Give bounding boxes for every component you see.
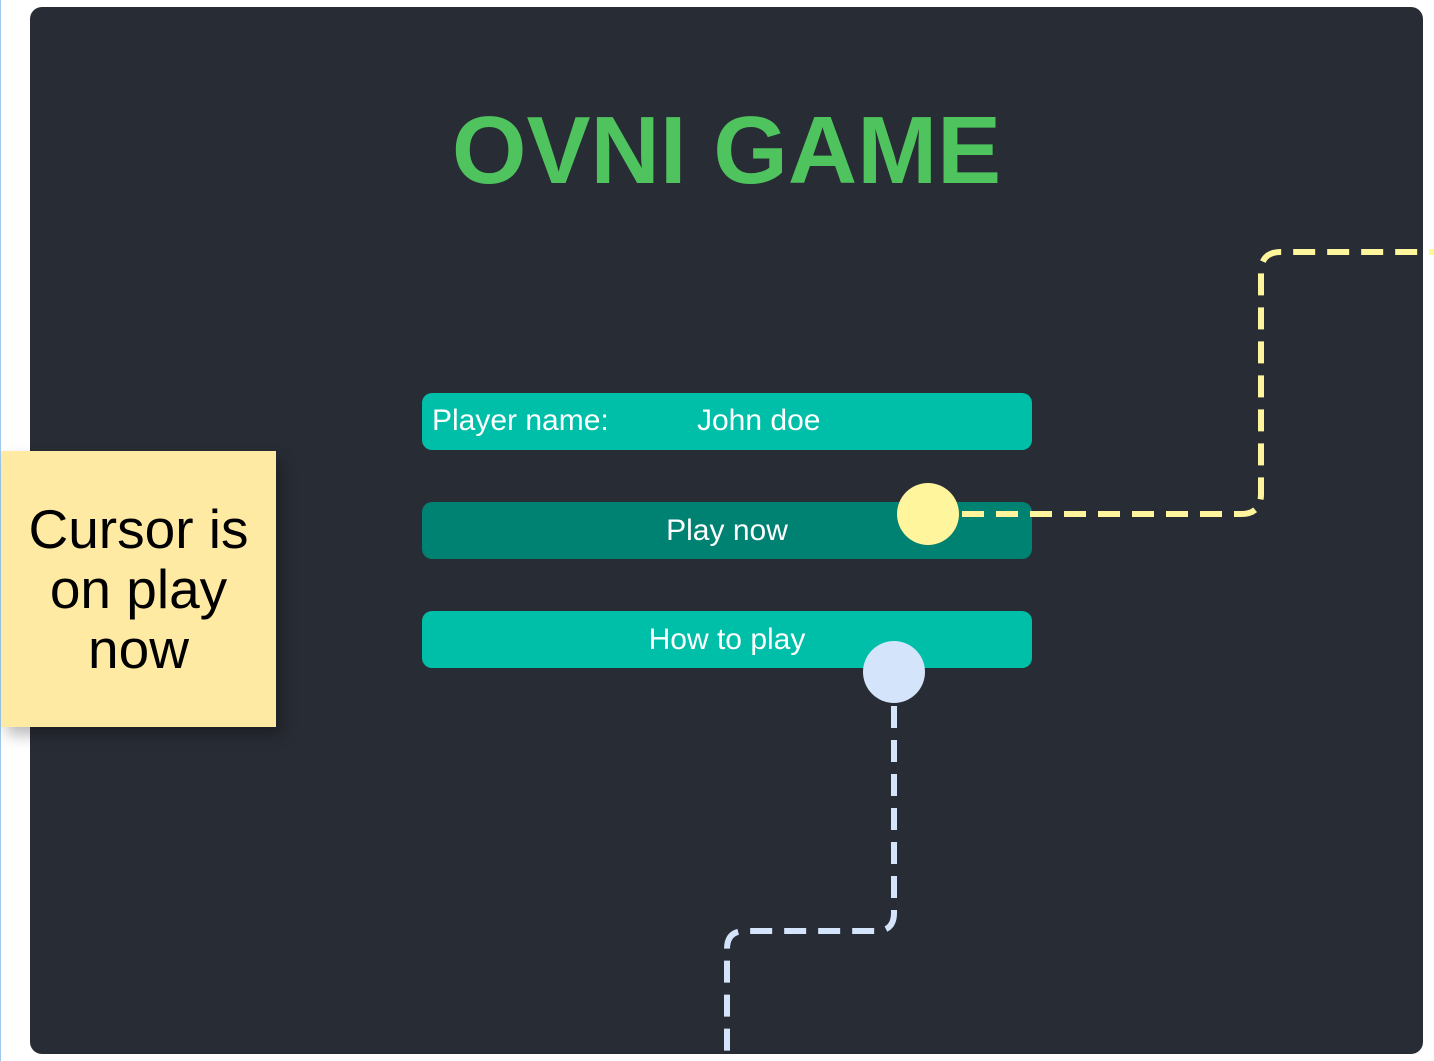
player-name-field[interactable]: Player name: John doe [422,393,1032,450]
player-name-value[interactable]: John doe [697,404,821,437]
game-title: OVNI GAME [451,97,1002,204]
cursor-annotation-note: Cursor is on play now [1,451,276,727]
player-name-label: Player name: [432,404,609,437]
annotation-text: Cursor is on play now [28,498,249,680]
how-to-play-button[interactable]: How to play [422,611,1032,668]
canvas-left-guide [0,0,1,1061]
play-now-button[interactable]: Play now [422,502,1032,559]
